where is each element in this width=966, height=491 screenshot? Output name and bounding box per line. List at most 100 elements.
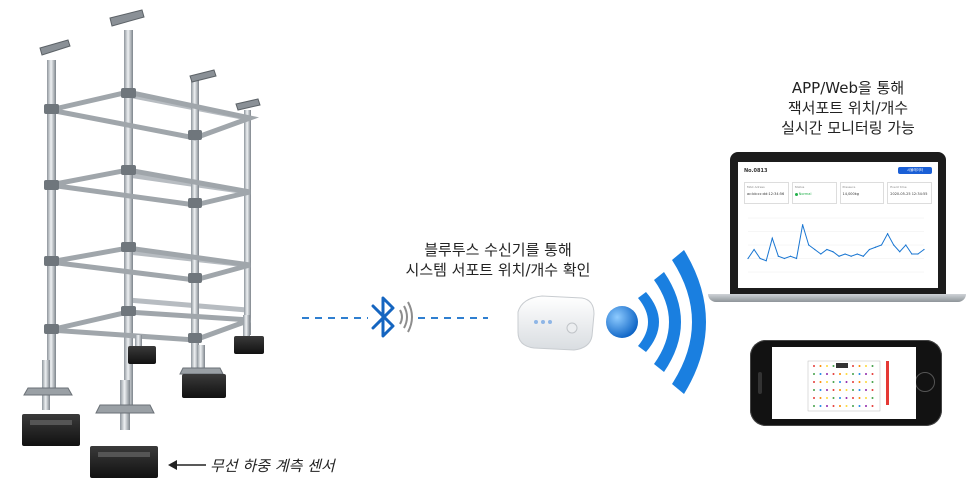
wireless-signal-icon <box>606 250 706 394</box>
info-card: Event time 2020-05-25 12:34:55 <box>887 182 932 204</box>
phone-speaker-icon <box>758 372 762 394</box>
chart-point <box>844 253 846 255</box>
support-dot <box>845 405 848 407</box>
chart-point <box>917 253 919 255</box>
color-scale <box>886 361 889 405</box>
support-dot <box>871 373 874 375</box>
selected-support-marker <box>836 363 848 368</box>
card-value: 2020-05-25 12:34:55 <box>890 192 928 196</box>
chart-point <box>747 257 749 260</box>
simulator-button[interactable]: 시뮬레이터 <box>898 167 932 174</box>
support-dot <box>852 405 854 407</box>
phone-screen <box>772 347 916 419</box>
support-dot <box>858 381 861 383</box>
support-dot <box>858 373 861 375</box>
receiver-caption-line-1: 블루투스 수신기를 통해 <box>424 241 572 259</box>
chart-point <box>868 248 870 251</box>
chart-point <box>795 257 798 260</box>
chart-point <box>886 233 889 235</box>
chart-point <box>771 237 773 239</box>
pressure-line-chart <box>747 217 925 273</box>
chart-point <box>874 246 877 248</box>
chart-point <box>783 257 786 260</box>
laptop: No.0813 시뮬레이터 MAC Adress ac:bb:cc:dd:12:… <box>708 152 966 302</box>
support-dot <box>865 365 867 367</box>
support-dot <box>826 381 828 383</box>
support-dot <box>813 389 815 391</box>
receiver-caption-line-2: 시스템 서포트 위치/개수 확인 <box>405 261 591 279</box>
status-row: Normal <box>794 192 834 196</box>
chart-point <box>820 253 822 255</box>
support-dot <box>826 389 828 391</box>
info-card: Status Normal <box>791 182 837 204</box>
front-frame <box>44 30 260 410</box>
app-caption-line-2: 잭서포트 위치/개수 <box>787 99 909 117</box>
chart-point <box>850 255 852 257</box>
support-dot <box>858 389 861 391</box>
support-dot <box>813 397 815 399</box>
chart-point <box>880 244 883 246</box>
support-dot <box>839 397 841 399</box>
support-dot <box>871 389 874 391</box>
support-dot <box>819 373 822 375</box>
support-dot <box>865 373 867 375</box>
chart-point <box>802 224 804 226</box>
support-dot <box>819 389 822 391</box>
status-dot-icon <box>794 192 798 196</box>
smartphone <box>750 340 942 426</box>
support-dot <box>839 405 841 407</box>
card-value: 14,000kg <box>842 192 860 196</box>
support-dot <box>832 405 835 407</box>
support-dot <box>871 405 874 407</box>
support-dot <box>832 365 835 367</box>
chart-point <box>808 244 810 246</box>
support-dot <box>813 405 815 407</box>
support-dot <box>865 389 867 391</box>
load-sensor-boxes <box>22 336 264 478</box>
support-dot <box>826 405 828 407</box>
support-dot <box>826 397 828 399</box>
chart-point <box>893 244 895 246</box>
card-label: Pressure <box>842 185 856 189</box>
app-caption: APP/Web을 통해 잭서포트 위치/개수 실시간 모니터링 가능 <box>748 78 948 138</box>
support-dot <box>826 365 828 367</box>
support-dot <box>852 381 854 383</box>
chart-point <box>777 255 779 257</box>
support-dot <box>819 381 822 383</box>
chart-point <box>753 248 755 251</box>
card-label: MAC Adress <box>747 185 765 189</box>
laptop-screen: No.0813 시뮬레이터 MAC Adress ac:bb:cc:dd:12:… <box>738 162 938 288</box>
chart-point <box>832 251 834 253</box>
bluetooth-wave-icon <box>399 301 413 333</box>
card-label: Status <box>794 185 805 189</box>
support-dot <box>871 365 874 367</box>
chart-point <box>814 248 816 251</box>
phone-home-button-icon <box>915 372 935 392</box>
support-dot <box>819 365 822 367</box>
support-dot <box>839 373 841 375</box>
info-card: Pressure 14,000kg <box>839 182 885 204</box>
laptop-base <box>708 294 966 302</box>
support-dot <box>839 381 841 383</box>
support-dot <box>852 389 854 391</box>
chart-point <box>856 253 858 255</box>
support-dot <box>832 389 835 391</box>
support-dot <box>819 397 822 399</box>
info-cards: MAC Adress ac:bb:cc:dd:12:34:56 Status N… <box>744 182 932 204</box>
receiver-caption: 블루투스 수신기를 통해 시스템 서포트 위치/개수 확인 <box>380 240 616 280</box>
sensor-arrow <box>168 460 206 470</box>
support-dot <box>865 405 867 407</box>
map-frame <box>807 360 881 412</box>
chart-point <box>911 253 913 255</box>
support-dot <box>865 397 867 399</box>
chart-point <box>899 251 901 253</box>
dashboard-title: No.0813 <box>744 168 768 174</box>
support-dot <box>813 373 815 375</box>
app-caption-line-3: 실시간 모니터링 가능 <box>781 119 915 137</box>
support-dot <box>845 397 848 399</box>
support-dot <box>819 405 822 407</box>
bluetooth-icon <box>371 296 395 338</box>
support-dot <box>858 365 861 367</box>
support-dot <box>871 381 874 383</box>
support-dot <box>839 389 841 391</box>
